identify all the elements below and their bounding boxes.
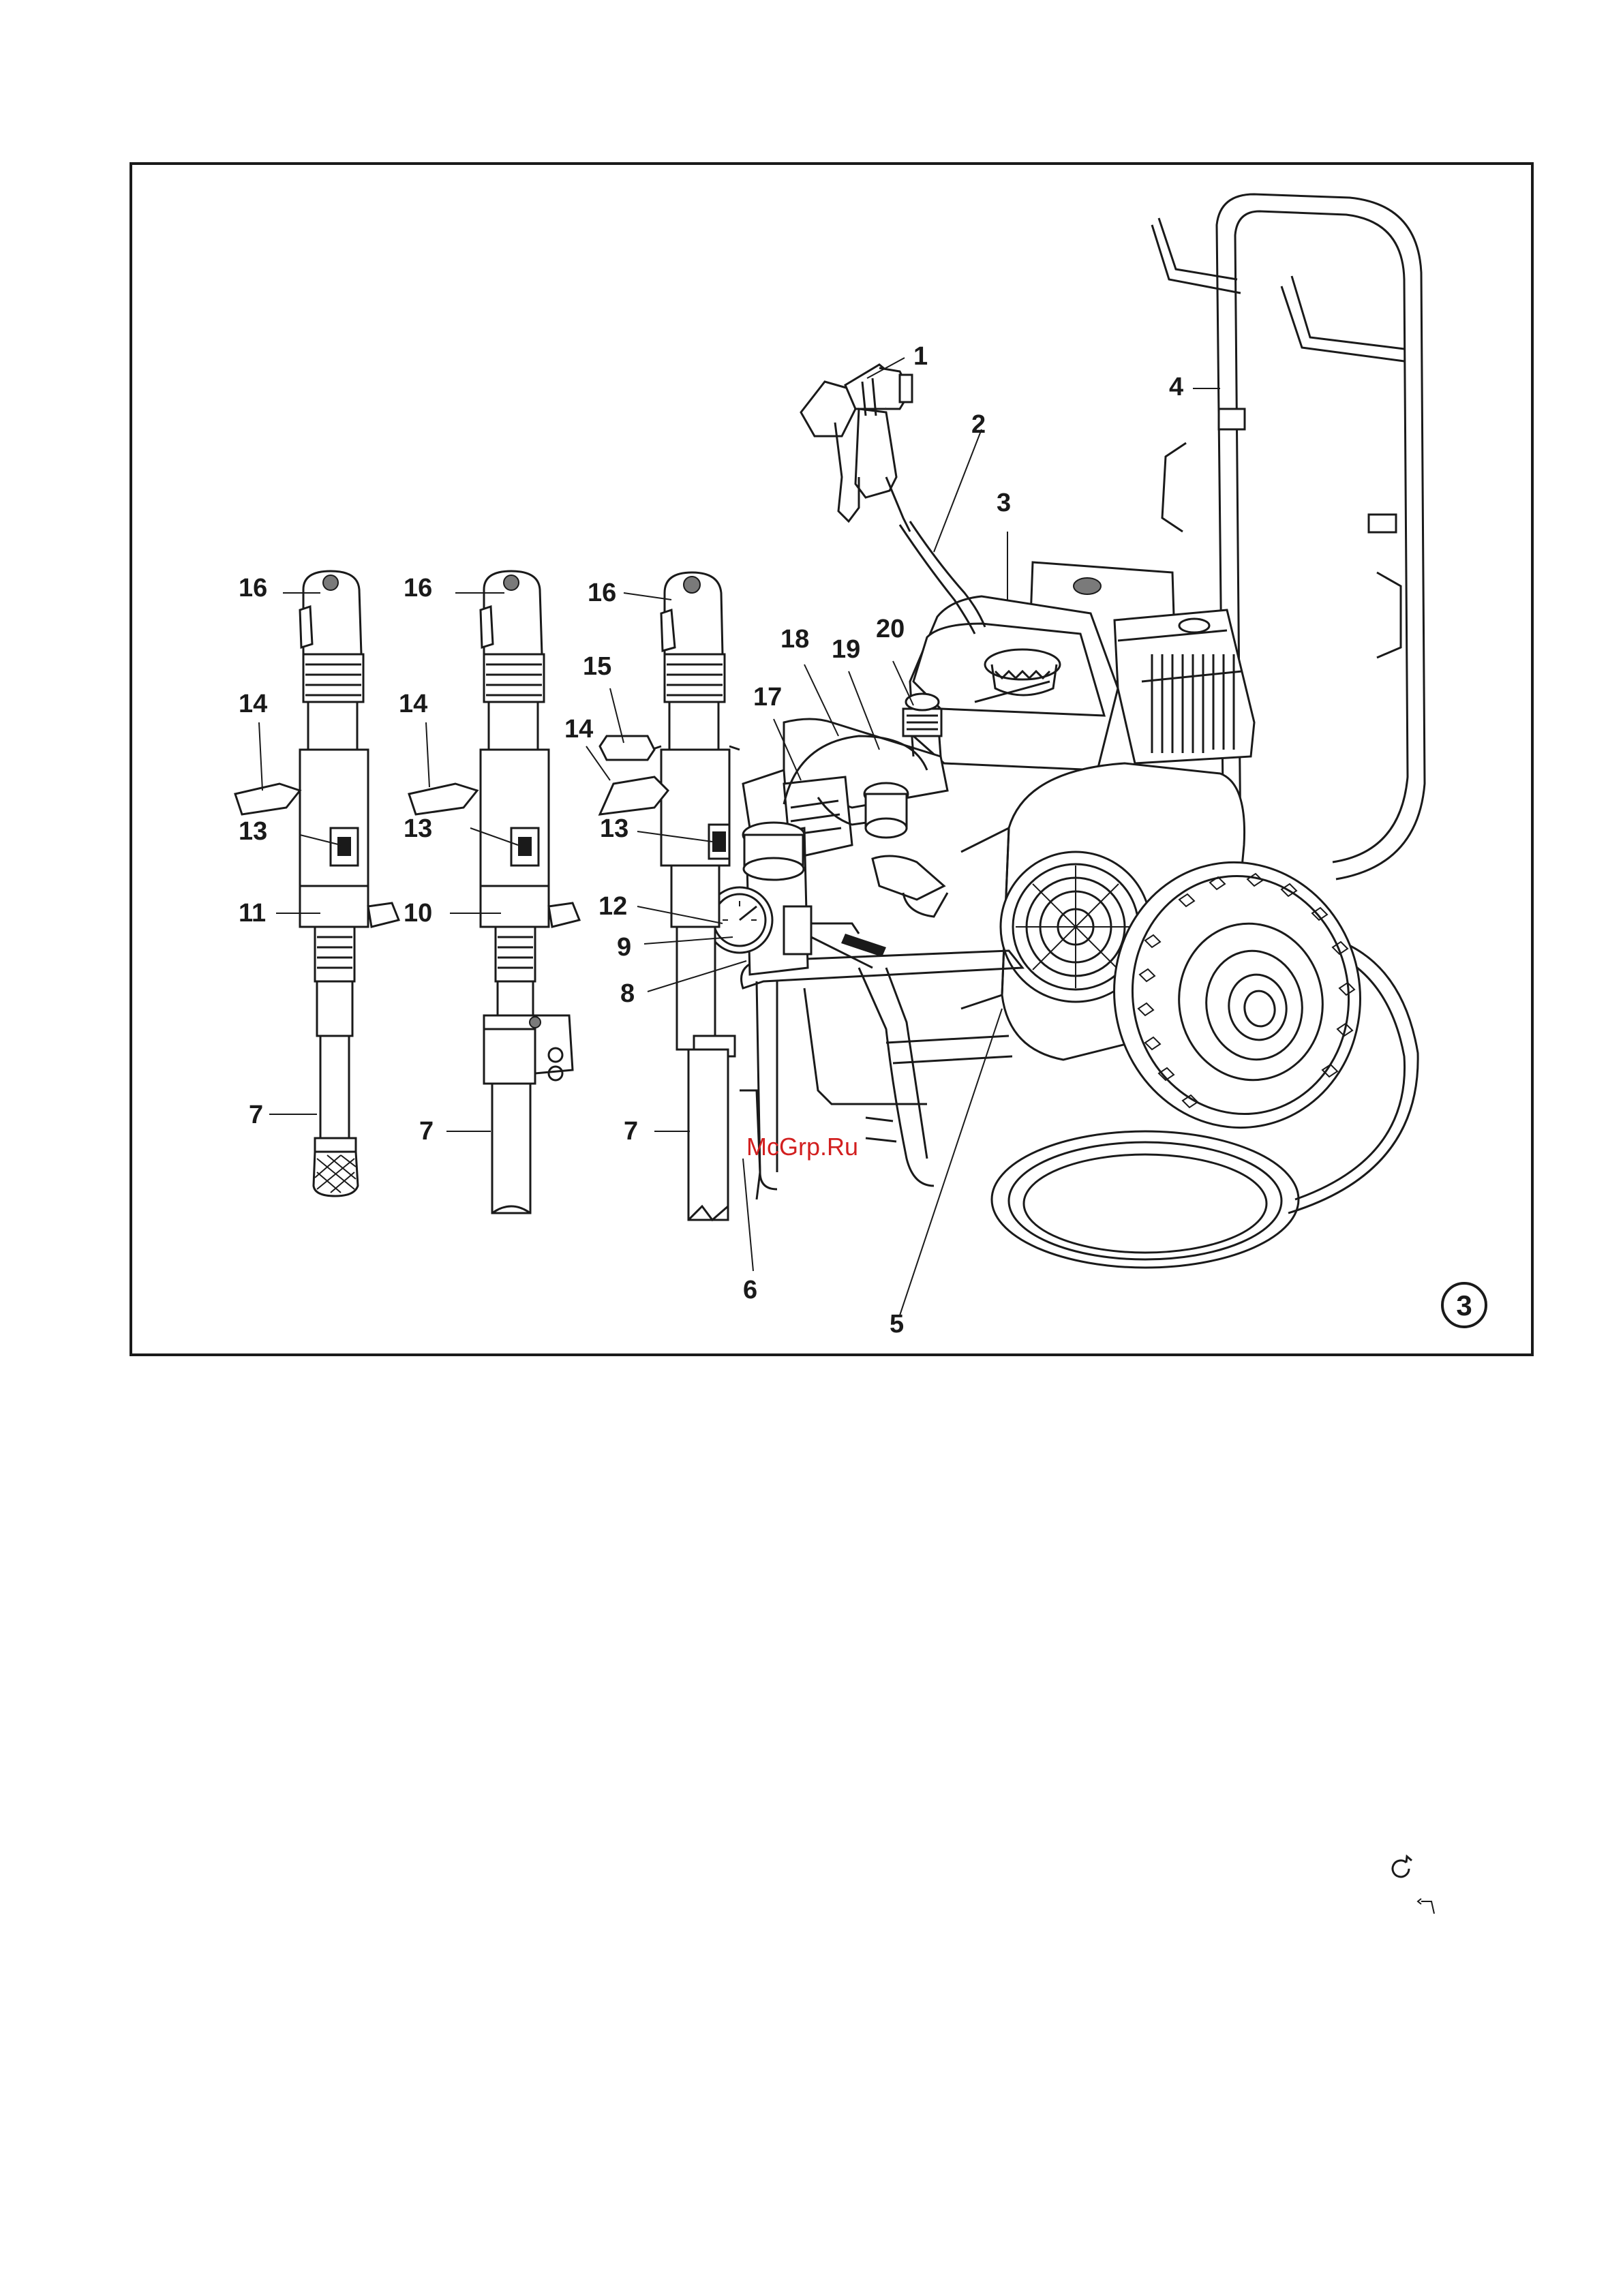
callout-2: 2 bbox=[971, 410, 986, 439]
callout-7-left: 7 bbox=[249, 1101, 263, 1129]
callout-15: 15 bbox=[583, 652, 611, 681]
callout-14-center: 14 bbox=[564, 715, 593, 744]
callout-20: 20 bbox=[876, 615, 905, 643]
figure-number: 3 bbox=[1456, 1289, 1472, 1321]
callout-18: 18 bbox=[780, 625, 809, 654]
callout-9: 9 bbox=[617, 933, 631, 962]
callout-10: 10 bbox=[404, 899, 432, 928]
callout-16-center: 16 bbox=[588, 579, 616, 607]
callout-7-middle: 7 bbox=[419, 1117, 434, 1146]
callout-13-left: 13 bbox=[239, 817, 267, 846]
callout-4: 4 bbox=[1169, 373, 1183, 401]
refresh-icon bbox=[1393, 1856, 1412, 1877]
callout-8: 8 bbox=[620, 979, 635, 1008]
callout-1: 1 bbox=[913, 342, 928, 371]
callout-13-middle: 13 bbox=[404, 814, 432, 843]
callout-11: 11 bbox=[239, 899, 266, 928]
figure-number-badge: 3 bbox=[1442, 1283, 1486, 1327]
callout-12: 12 bbox=[598, 892, 627, 921]
watermark: McGrp.Ru bbox=[746, 1133, 858, 1161]
callout-5: 5 bbox=[890, 1310, 904, 1338]
callout-16-middle: 16 bbox=[404, 574, 432, 602]
callout-17: 17 bbox=[753, 683, 782, 711]
arrow-mark-icon bbox=[1418, 1899, 1434, 1914]
callout-13-center: 13 bbox=[600, 814, 628, 843]
callout-16-left: 16 bbox=[239, 574, 267, 602]
callout-7-center: 7 bbox=[624, 1117, 638, 1146]
callout-14-middle: 14 bbox=[399, 690, 427, 718]
callout-3: 3 bbox=[997, 489, 1011, 517]
callout-19: 19 bbox=[832, 635, 860, 664]
callout-14-left: 14 bbox=[239, 690, 267, 718]
callout-6: 6 bbox=[743, 1276, 757, 1304]
